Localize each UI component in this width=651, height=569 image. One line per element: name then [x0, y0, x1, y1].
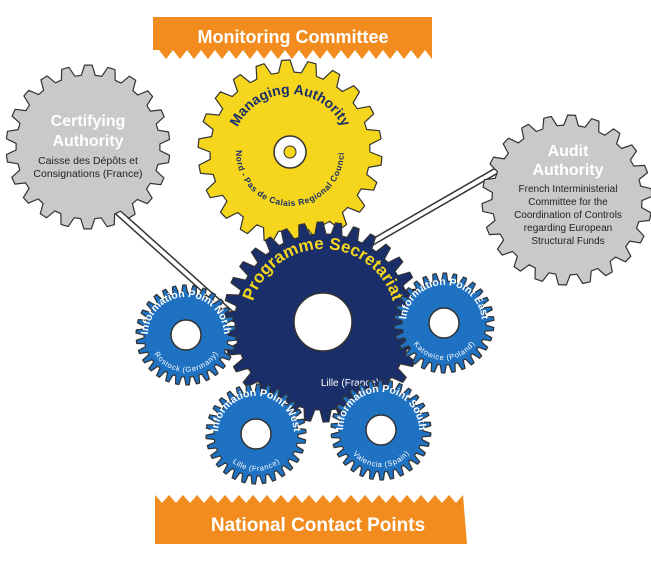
certifying-gear-shape — [5, 64, 171, 230]
audit-desc-line4: regarding European — [524, 223, 612, 234]
audit-gear-shape — [481, 114, 651, 286]
audit-desc-line5: Structural Funds — [531, 236, 604, 247]
programme-secretariat-gear: Programme Secretariat Lille (France) — [222, 221, 424, 423]
west-gear-hole — [240, 418, 272, 450]
certifying-title-line1: Certifying — [51, 113, 126, 130]
certifying-desc-line2: Consignations (France) — [33, 168, 142, 180]
information-point-east-gear: Information Point East Katowice (Poland) — [393, 272, 495, 374]
programme-secretariat-location: Lille (France) — [321, 378, 379, 389]
information-point-south-gear: Information Point South Valencia (Spain) — [330, 379, 432, 481]
audit-title-line2: Authority — [532, 162, 603, 179]
audit-title-line1: Audit — [548, 143, 590, 160]
audit-desc-line2: Committee for the — [528, 197, 608, 208]
information-point-north-gear: Information Point North Rostock (Germany… — [135, 284, 237, 386]
national-contact-points-label: National Contact Points — [211, 515, 425, 536]
east-gear-hole — [428, 307, 460, 339]
certifying-desc-line1: Caisse des Dépôts et — [38, 155, 138, 167]
south-gear-hole — [365, 414, 397, 446]
secretariat-gear-hole — [293, 292, 353, 352]
audit-desc-line1: French Interministerial — [519, 184, 618, 195]
banner-bottom-shape — [155, 495, 467, 544]
monitoring-committee-banner: Monitoring Committee — [153, 17, 432, 59]
national-contact-points-banner: National Contact Points — [155, 495, 467, 544]
certifying-authority-gear: Certifying Authority Caisse des Dépôts e… — [5, 64, 171, 230]
certifying-title-line2: Authority — [52, 133, 123, 150]
managing-gear-axle — [283, 145, 297, 159]
monitoring-committee-label: Monitoring Committee — [198, 27, 389, 47]
banner-top-shape — [153, 17, 432, 59]
audit-desc-line3: Coordination of Controls — [514, 210, 622, 221]
audit-authority-gear: Audit Authority French Interministerial … — [481, 114, 651, 286]
north-gear-hole — [170, 319, 202, 351]
